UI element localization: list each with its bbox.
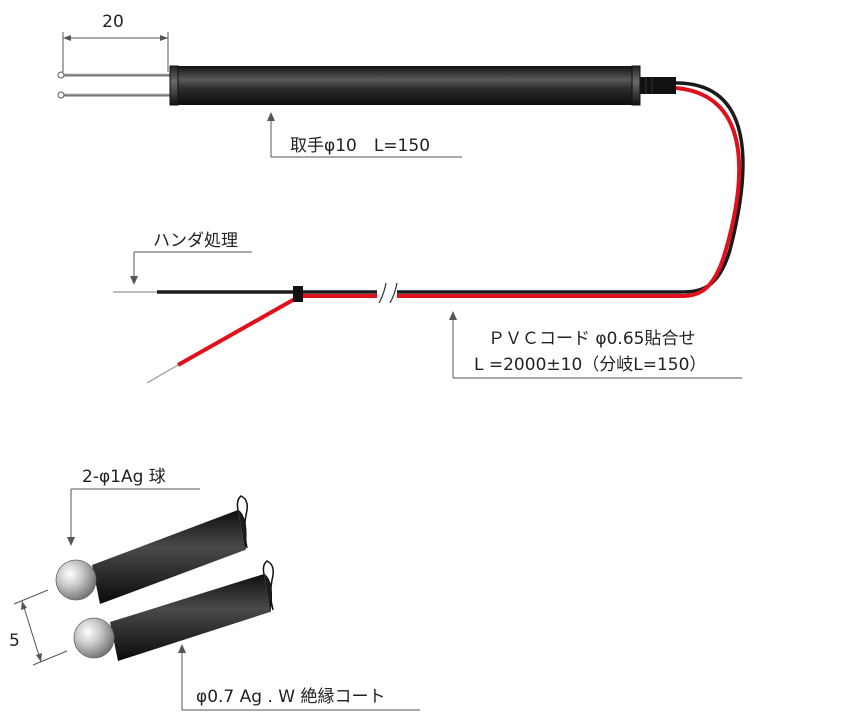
handle-label: 取手φ10 L=150: [290, 136, 430, 156]
probe-pins: [57, 71, 172, 99]
dimension-5: 5: [9, 589, 68, 666]
ag-ball-lower: [73, 617, 115, 659]
tip-detail: [55, 495, 274, 661]
ag-ball-leader: 2-φ1Ag 球: [67, 467, 200, 546]
dimension-5-label: 5: [9, 631, 20, 651]
solder-leader: ハンダ処理: [130, 231, 252, 285]
wire-label: φ0.7 Ag . W 絶縁コート: [196, 687, 386, 707]
dimension-20-label: 20: [102, 12, 124, 32]
cord-label-line1: ＰＶＣコード φ0.65貼合せ: [488, 329, 695, 349]
cord-leader: ＰＶＣコード φ0.65貼合せ L =2000±10（分岐L=150）: [449, 311, 742, 379]
solder-label: ハンダ処理: [153, 231, 238, 251]
cord-label-line2: L =2000±10（分岐L=150）: [474, 355, 706, 375]
ag-ball-upper: [55, 559, 97, 601]
handle: [169, 65, 676, 106]
dimension-20: 20: [62, 12, 169, 72]
pvc-cord: [113, 81, 745, 384]
handle-leader: 取手φ10 L=150: [267, 112, 462, 158]
ag-ball-label: 2-φ1Ag 球: [82, 467, 166, 487]
wire-leader: φ0.7 Ag . W 絶縁コート: [178, 644, 420, 711]
